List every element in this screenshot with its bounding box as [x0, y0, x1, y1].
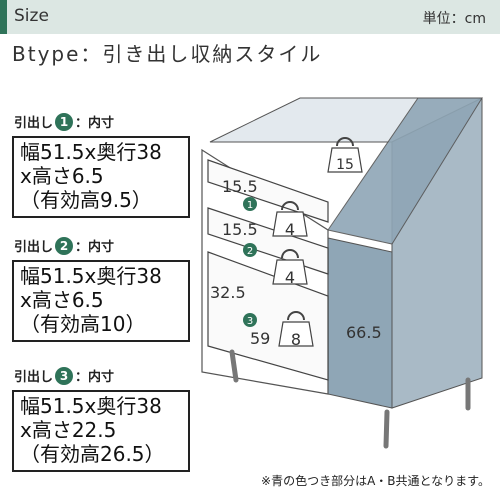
drawer-number-badge: 1 [55, 112, 74, 131]
top-load-value: 15 [336, 157, 354, 173]
drawer-label-suffix: ：内寸 [75, 116, 115, 131]
header-accent-bar [0, 0, 7, 34]
dimension-line: 幅51.5x奥行38 [20, 264, 162, 288]
weight-icon [272, 201, 308, 237]
drawer-number-badge: 2 [55, 236, 74, 255]
dimension-line: 幅51.5x奥行38 [20, 394, 162, 418]
cabinet-illustration: 15 4 4 8 15.5 15.5 32.5 59 66.5 1 2 3 [201, 97, 483, 449]
drawer-marker-3: 3 [243, 313, 257, 327]
weight-icon [272, 249, 308, 285]
section-title: Size [14, 6, 49, 26]
footnote: ※青の色つき部分はA・B共通となります。 [261, 474, 490, 488]
drawer-label-prefix: 引出し [14, 370, 54, 385]
svg-text:1: 1 [247, 200, 253, 211]
drawer-number-badge: 3 [55, 366, 74, 385]
drawer-3-height: 32.5 [210, 283, 246, 302]
drawer-marker-1: 1 [243, 197, 257, 211]
dimension-line: （有効高26.5） [20, 442, 165, 466]
drawer-2-load: 4 [285, 268, 295, 287]
cabinet-top-strip [327, 97, 483, 245]
drawer-marker-2: 2 [243, 243, 257, 257]
svg-text:3: 3 [247, 316, 253, 327]
front-right-leg [383, 409, 390, 449]
drawer-label-prefix: 引出し [14, 240, 54, 255]
svg-text:2: 2 [247, 246, 253, 257]
section-header: Size 単位：cm [0, 0, 500, 34]
dimension-line: 幅51.5x奥行38 [20, 140, 162, 164]
drawer-2-dimensions: 幅51.5x奥行38 x高さ6.5 （有効高10） [12, 260, 190, 342]
drawer-1-load: 4 [285, 220, 295, 239]
dimension-line: x高さ22.5 [20, 418, 117, 442]
drawer-3-load: 8 [291, 330, 301, 349]
drawer-2-height: 15.5 [222, 220, 258, 239]
dimension-line: （有効高10） [20, 312, 146, 336]
drawer-label-suffix: ：内寸 [75, 240, 115, 255]
dimension-line: x高さ6.5 [20, 164, 104, 188]
drawer-label-suffix: ：内寸 [75, 370, 115, 385]
drawer-3-dimensions: 幅51.5x奥行38 x高さ22.5 （有効高26.5） [12, 390, 190, 472]
cabinet-height-value: 66.5 [346, 323, 382, 342]
drawer-1-height: 15.5 [222, 177, 258, 196]
drawer-1-dimensions: 幅51.5x奥行38 x高さ6.5 （有効高9.5） [12, 136, 190, 218]
unit-label: 単位：cm [422, 11, 486, 27]
drawer-3-label: 引出し 3 ：内寸 [14, 366, 114, 385]
width-value: 59 [250, 329, 270, 348]
dimension-line: x高さ6.5 [20, 288, 104, 312]
drawer-2-label: 引出し 2 ：内寸 [14, 236, 114, 255]
weight-icon [278, 311, 314, 347]
drawer-1-label: 引出し 1 ：内寸 [14, 112, 114, 131]
dimension-line: （有効高9.5） [20, 188, 152, 212]
subtitle: Btype：引き出し収納スタイル [12, 42, 323, 66]
weight-icon [327, 137, 363, 173]
front-left-leg [229, 349, 239, 383]
drawer-label-prefix: 引出し [14, 116, 54, 131]
